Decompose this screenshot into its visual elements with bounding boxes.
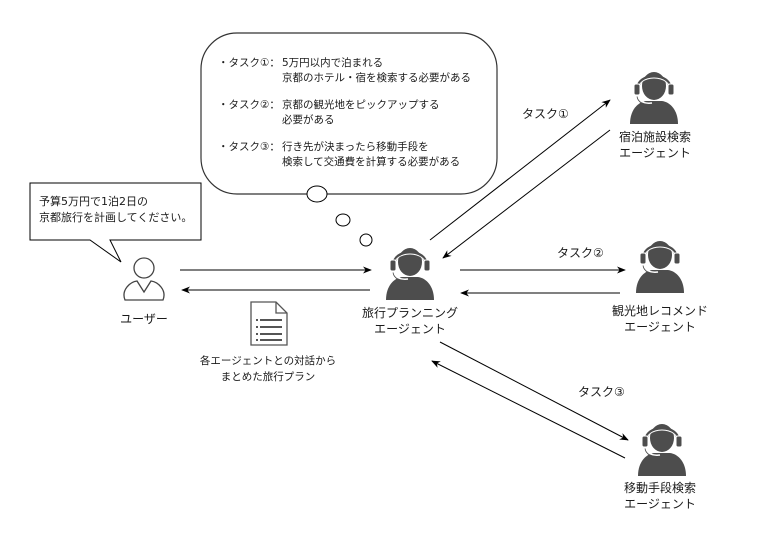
task-3-heading: ・タスク③：: [218, 141, 280, 153]
speech-callout-box: [29, 182, 202, 263]
thought-bubble: [200, 32, 498, 247]
task-3-line-2: 検索して交通費を計算する必要がある: [282, 156, 461, 168]
transport-agent-icon: [636, 422, 688, 478]
planner-agent-label-line-1: 旅行プランニング: [361, 306, 459, 320]
task-2-heading: ・タスク②：: [218, 99, 280, 111]
edge-label-task-1: タスク①: [522, 107, 569, 121]
user-request-line-1: 予算5万円で1泊2日の: [39, 195, 148, 208]
sightseeing-agent-icon: [634, 239, 686, 295]
transport-agent-label-line-2: エージェント: [624, 497, 696, 511]
arrow-planner-to-transport: [439, 341, 629, 441]
lodging-agent-label: 宿泊施設検索 エージェント: [619, 129, 691, 161]
thought-dot-small: [359, 233, 373, 247]
arrow-planner-to-lodging: [429, 99, 611, 241]
task-2-line-1: 京都の観光地をピックアップする: [282, 99, 440, 111]
document-caption: 各エージェントとの対話から まとめた旅行プラン: [200, 353, 336, 385]
edge-label-task-2: タスク②: [557, 246, 604, 260]
user-outline-icon: [123, 257, 165, 301]
document-caption-line-1: 各エージェントとの対話から: [199, 355, 337, 367]
thought-bubble-body: [200, 32, 498, 195]
task-item-3: ・タスク③： 行き先が決まったら移動手段を 検索して交通費を計算する必要がある: [218, 140, 471, 170]
arrow-lodging-to-planner: [442, 129, 611, 259]
task-1-line-1: 5万円以内で泊まれる: [282, 57, 384, 69]
arrow-transport-to-planner: [431, 360, 626, 459]
planner-agent-icon: [384, 246, 436, 302]
lodging-agent-label-line-1: 宿泊施設検索: [618, 130, 692, 144]
speech-callout: [29, 182, 202, 263]
thought-bubble-text: ・タスク①： 5万円以内で泊まれる 京都のホテル・宿を検索する必要がある ・タス…: [218, 56, 471, 182]
task-2-line-2: 必要がある: [282, 114, 335, 126]
user-request-text: 予算5万円で1泊2日の 京都旅行を計画してください。: [39, 194, 192, 226]
task-1-line-2: 京都のホテル・宿を検索する必要がある: [282, 72, 471, 84]
thought-dot-medium: [335, 213, 351, 227]
thought-dot-large: [306, 185, 328, 203]
transport-agent-label-line-1: 移動手段検索: [623, 481, 697, 495]
task-item-1: ・タスク①： 5万円以内で泊まれる 京都のホテル・宿を検索する必要がある: [218, 56, 471, 86]
transport-agent-label: 移動手段検索 エージェント: [624, 480, 696, 512]
user-label: ユーザー: [120, 312, 168, 326]
task-1-heading: ・タスク①：: [218, 57, 280, 69]
task-item-2: ・タスク②： 京都の観光地をピックアップする 必要がある: [218, 98, 471, 128]
lodging-agent-icon: [628, 70, 680, 126]
document-list-icon: [250, 301, 288, 346]
sightseeing-agent-label-line-1: 観光地レコメンド: [611, 304, 709, 318]
sightseeing-agent-label-line-2: エージェント: [624, 320, 696, 334]
sightseeing-agent-label: 観光地レコメンド エージェント: [612, 303, 708, 335]
user-request-line-2: 京都旅行を計画してください。: [39, 211, 193, 224]
planner-agent-label-line-2: エージェント: [374, 322, 446, 336]
document-caption-line-2: まとめた旅行プラン: [220, 371, 316, 383]
edge-label-task-3: タスク③: [578, 385, 625, 399]
lodging-agent-label-line-2: エージェント: [619, 146, 691, 160]
planner-agent-label: 旅行プランニング エージェント: [362, 305, 458, 337]
task-3-line-1: 行き先が決まったら移動手段を: [282, 141, 429, 153]
